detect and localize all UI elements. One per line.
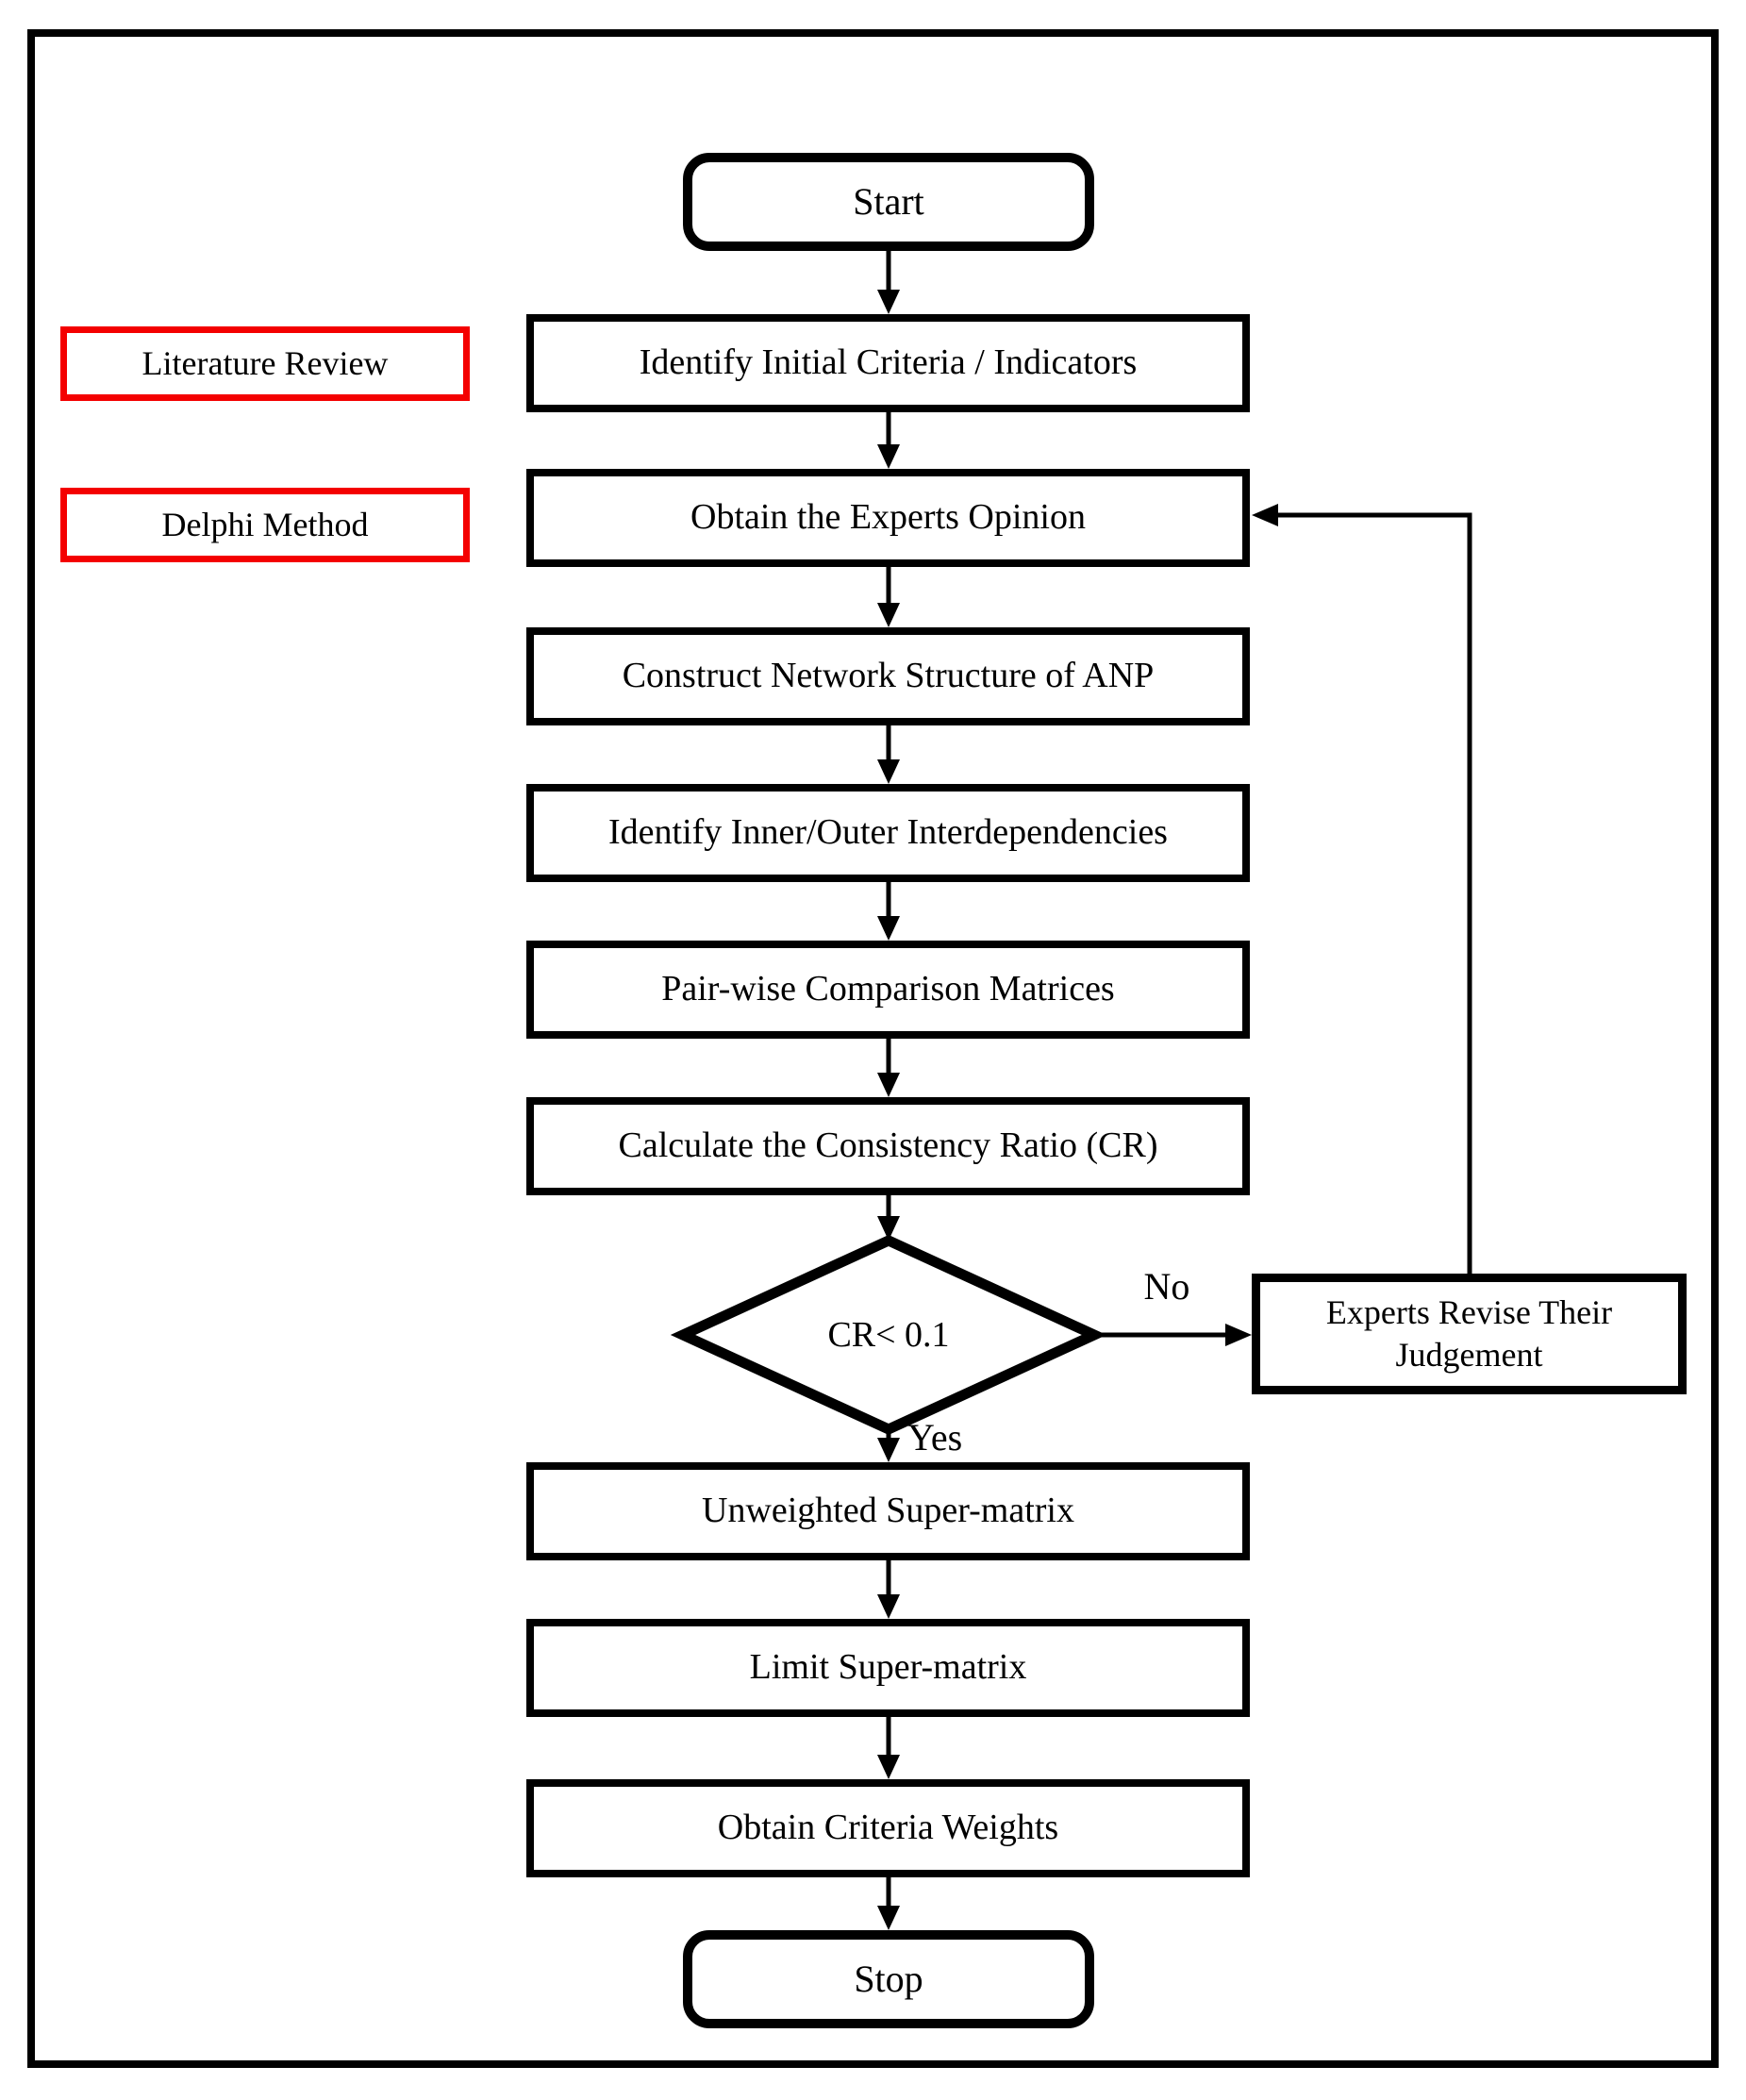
node-construct-network-label: Construct Network Structure of ANP bbox=[622, 656, 1155, 696]
node-limit-supermatrix: Limit Super-matrix bbox=[526, 1619, 1250, 1717]
node-calculate-cr: Calculate the Consistency Ratio (CR) bbox=[526, 1097, 1250, 1195]
legend-literature-review-label: Literature Review bbox=[141, 344, 389, 382]
arrow-revise-feedback-to-obtain bbox=[1252, 504, 1472, 1274]
node-identify-interdependencies-label: Identify Inner/Outer Interdependencies bbox=[608, 812, 1168, 853]
node-pairwise-matrices-label: Pair-wise Comparison Matrices bbox=[661, 969, 1115, 1009]
node-unweighted-supermatrix-label: Unweighted Super-matrix bbox=[702, 1491, 1074, 1531]
node-obtain-opinion: Obtain the Experts Opinion bbox=[526, 469, 1250, 567]
decision-cr: CR< 0.1 bbox=[683, 1241, 1094, 1429]
node-calculate-cr-label: Calculate the Consistency Ratio (CR) bbox=[618, 1125, 1158, 1166]
arrow-cr-to-decision bbox=[877, 1195, 900, 1241]
branch-label-no-text: No bbox=[1143, 1265, 1190, 1308]
node-identify-criteria-label: Identify Initial Criteria / Indicators bbox=[639, 342, 1138, 383]
branch-label-yes: Yes bbox=[907, 1415, 1039, 1459]
arrow-start-to-identify bbox=[877, 251, 900, 314]
node-pairwise-matrices: Pair-wise Comparison Matrices bbox=[526, 941, 1250, 1039]
arrow-pairwise-to-cr bbox=[877, 1039, 900, 1097]
node-identify-criteria: Identify Initial Criteria / Indicators bbox=[526, 314, 1250, 412]
arrow-construct-to-interdependencies bbox=[877, 725, 900, 784]
arrow-decision-yes-to-unweighted bbox=[877, 1429, 900, 1462]
arrow-unweighted-to-limit bbox=[877, 1560, 900, 1619]
node-obtain-opinion-label: Obtain the Experts Opinion bbox=[690, 497, 1086, 538]
arrow-limit-to-weights bbox=[877, 1717, 900, 1779]
arrow-decision-no-to-revise bbox=[1094, 1324, 1252, 1346]
decision-cr-label: CR< 0.1 bbox=[827, 1315, 950, 1355]
arrow-identify-to-obtain bbox=[877, 412, 900, 469]
node-limit-supermatrix-label: Limit Super-matrix bbox=[749, 1647, 1027, 1688]
arrow-obtain-to-construct bbox=[877, 567, 900, 627]
legend-delphi-method-label: Delphi Method bbox=[161, 506, 369, 543]
node-start-label: Start bbox=[853, 180, 924, 223]
node-obtain-weights: Obtain Criteria Weights bbox=[526, 1779, 1250, 1877]
figure-border bbox=[27, 29, 1719, 2068]
arrow-weights-to-stop bbox=[877, 1877, 900, 1930]
node-identify-interdependencies: Identify Inner/Outer Interdependencies bbox=[526, 784, 1250, 882]
legend-literature-review: Literature Review bbox=[60, 326, 470, 401]
arrow-interdependencies-to-pairwise bbox=[877, 882, 900, 941]
node-stop-label: Stop bbox=[854, 1958, 923, 2000]
node-start: Start bbox=[683, 153, 1094, 251]
node-experts-revise: Experts Revise Their Judgement bbox=[1252, 1274, 1687, 1394]
node-stop: Stop bbox=[683, 1930, 1094, 2028]
branch-label-no: No bbox=[1106, 1264, 1228, 1308]
node-obtain-weights-label: Obtain Criteria Weights bbox=[717, 1808, 1059, 1848]
node-unweighted-supermatrix: Unweighted Super-matrix bbox=[526, 1462, 1250, 1560]
node-construct-network: Construct Network Structure of ANP bbox=[526, 627, 1250, 725]
node-experts-revise-label: Experts Revise Their Judgement bbox=[1325, 1293, 1613, 1374]
branch-label-yes-text: Yes bbox=[907, 1416, 963, 1458]
legend-delphi-method: Delphi Method bbox=[60, 488, 470, 562]
